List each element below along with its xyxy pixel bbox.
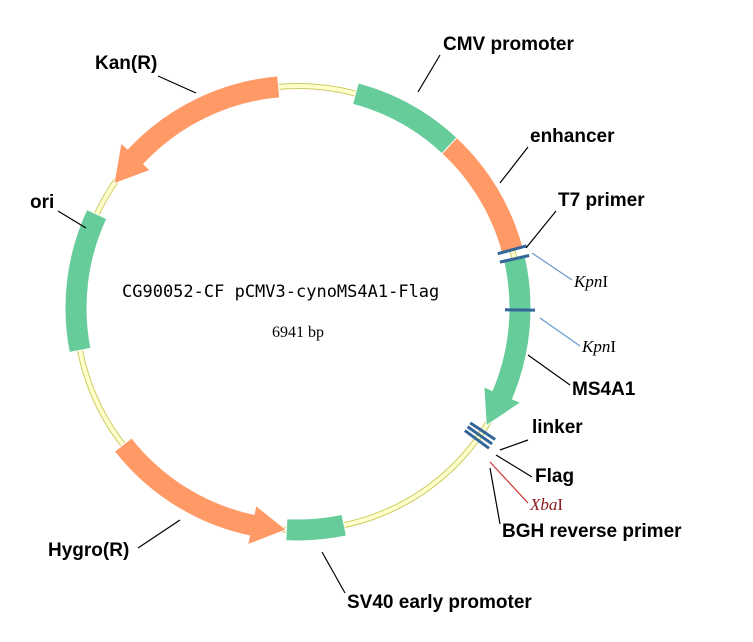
feature-cmv (351, 82, 458, 155)
site-kpni-1-roman: I (602, 272, 608, 291)
marker-label-flag: Flag (535, 466, 574, 487)
site-kpni-1-italic: Kpn (573, 272, 602, 291)
feature-label-enhancer: enhancer (530, 126, 615, 147)
leader-kpni-1 (531, 252, 573, 281)
leader-kan (157, 75, 197, 94)
plasmid-size: 6941 bp (272, 324, 324, 341)
leader-bgh (489, 467, 501, 525)
leader-t7 (525, 210, 557, 249)
leader-xbai (489, 461, 529, 504)
leader-cmv (417, 54, 441, 93)
features-layer (64, 75, 532, 546)
plasmid-name: CG90052-CF pCMV3-cynoMS4A1-Flag (122, 282, 439, 302)
marker-label-linker: linker (532, 417, 583, 438)
site-line-linker-flag-1 (469, 421, 497, 441)
leader-ms4a1 (527, 354, 571, 386)
marker-label-bgh-reverse-primer: BGH reverse primer (502, 521, 682, 542)
site-label-kpni-2: KpnI (581, 337, 616, 356)
leader-kpni-2 (539, 317, 581, 347)
feature-ori (64, 208, 108, 354)
site-xbai-italic: Xba (529, 495, 557, 514)
leader-enhancer (499, 146, 529, 184)
leader-hygro (137, 519, 181, 549)
feature-label-hygro: Hygro(R) (48, 540, 129, 561)
feature-enh (441, 136, 524, 255)
leader-ori (57, 210, 87, 229)
site-xbai-roman: I (557, 495, 563, 514)
feature-hygro (113, 437, 288, 546)
marker-label-t7-primer: T7 primer (558, 190, 645, 211)
markers-layer (463, 244, 536, 450)
site-line-linker-flag-2 (466, 425, 494, 446)
feature-label-cmv-promoter: CMV promoter (443, 34, 575, 55)
feature-kan (113, 75, 281, 185)
feature-label-ms4a1: MS4A1 (572, 379, 636, 400)
site-label-kpni-1: KpnI (573, 272, 608, 291)
leader-sv40 (321, 551, 346, 594)
feature-sv40 (285, 513, 348, 542)
site-kpni-2-italic: Kpn (581, 337, 610, 356)
feature-label-ori: ori (30, 192, 54, 213)
feature-label-kan: Kan(R) (95, 53, 157, 74)
site-line-t7-kpni-2 (499, 254, 530, 264)
leader-linker (499, 439, 529, 451)
leader-flag (495, 454, 533, 478)
feature-label-sv40-early-promoter: SV40 early promoter (347, 592, 532, 613)
site-kpni-2-roman: I (610, 337, 616, 356)
feature-ms4a1 (483, 254, 532, 427)
site-label-xbai: XbaI (529, 495, 563, 514)
site-line-t7-kpni-1 (497, 244, 528, 256)
leaders-layer (57, 54, 581, 594)
site-line-linker-flag-3 (463, 429, 490, 450)
